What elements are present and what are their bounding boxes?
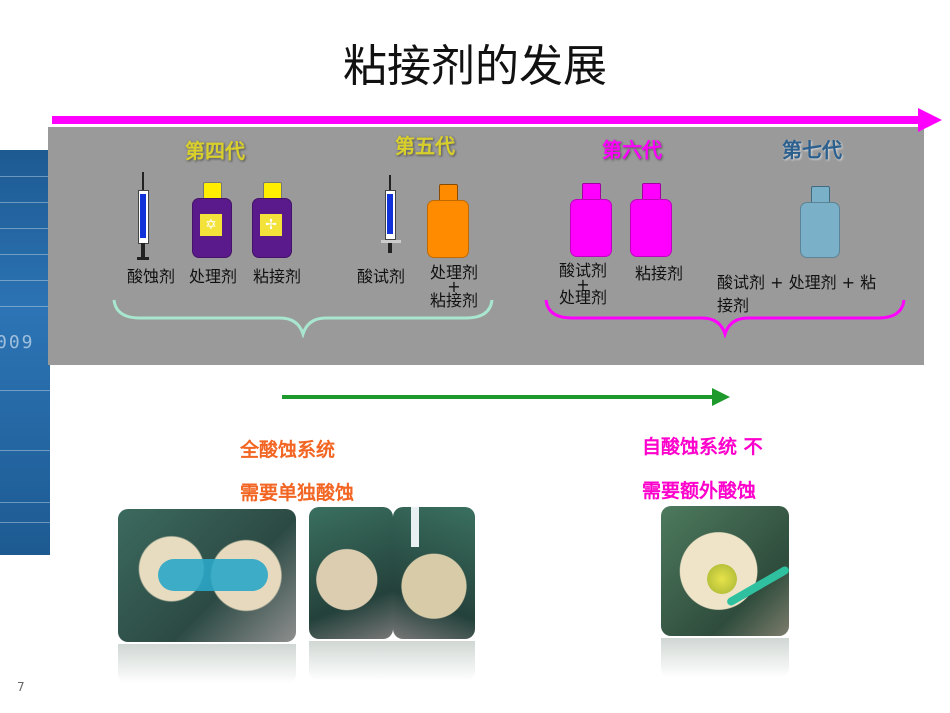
label-adhesive: 粘接剂 xyxy=(634,264,683,283)
page-number: 7 xyxy=(17,680,25,694)
photo-reflection xyxy=(661,638,789,678)
bottle-icon xyxy=(630,183,672,257)
label-adhesive: 粘接剂 xyxy=(429,291,478,310)
total-etch-title: 全酸蚀系统 xyxy=(240,439,336,461)
generation-7-heading: 第七代 xyxy=(782,138,842,162)
label-primer: 处理剂 xyxy=(429,263,478,282)
self-etch-title: 自酸蚀系统 不 xyxy=(642,436,763,458)
label-etchant: 酸蚀剂 xyxy=(126,267,175,286)
bottle-icon xyxy=(570,183,612,257)
label-plus: + xyxy=(576,275,590,294)
syringe-icon xyxy=(379,175,403,255)
bottle-icon: ✢ xyxy=(252,182,292,258)
green-arrow-head xyxy=(712,388,730,406)
self-etch-tooth-photo xyxy=(661,506,789,636)
bottle-icon xyxy=(800,186,840,258)
bottle-icon: ✡ xyxy=(192,182,232,258)
left-decoration-strip: 009 xyxy=(0,150,50,555)
label-primer: 处理剂 xyxy=(558,288,607,307)
green-arrow-shaft xyxy=(282,395,714,399)
total-etch-subtitle: 需要单独酸蚀 xyxy=(240,482,355,504)
right-brace-icon xyxy=(544,299,906,338)
syringe-icon xyxy=(133,172,153,264)
teeth-etching-photo xyxy=(118,509,296,642)
label-adhesive: 粘接剂 xyxy=(252,267,301,286)
decoration-number: 009 xyxy=(0,332,35,353)
bottle-icon xyxy=(427,184,469,258)
tooth-photo xyxy=(393,507,475,639)
label-plus: + xyxy=(447,277,461,296)
photo-reflection xyxy=(118,644,296,684)
photo-reflection xyxy=(309,641,475,681)
slide-title: 粘接剂的发展 xyxy=(343,41,607,92)
label-all-in-one: 接剂 xyxy=(717,296,750,315)
left-brace-icon xyxy=(112,299,494,338)
timeline-arrow-shaft xyxy=(52,116,922,124)
label-all-in-one: 酸试剂 + 处理剂 + 粘 xyxy=(717,273,877,292)
generation-4-heading: 第四代 xyxy=(185,139,245,163)
label-primer: 处理剂 xyxy=(188,267,237,286)
label-acid: 酸试剂 xyxy=(558,261,607,280)
tooth-photo xyxy=(309,507,393,639)
cross-icon: ✢ xyxy=(260,214,282,236)
generation-5-heading: 第五代 xyxy=(395,134,455,158)
star-icon: ✡ xyxy=(200,214,222,236)
label-acid: 酸试剂 xyxy=(356,267,405,286)
self-etch-subtitle: 需要额外酸蚀 xyxy=(642,480,757,502)
timeline-arrow-head xyxy=(918,108,942,132)
generation-6-heading: 第六代 xyxy=(602,138,662,162)
